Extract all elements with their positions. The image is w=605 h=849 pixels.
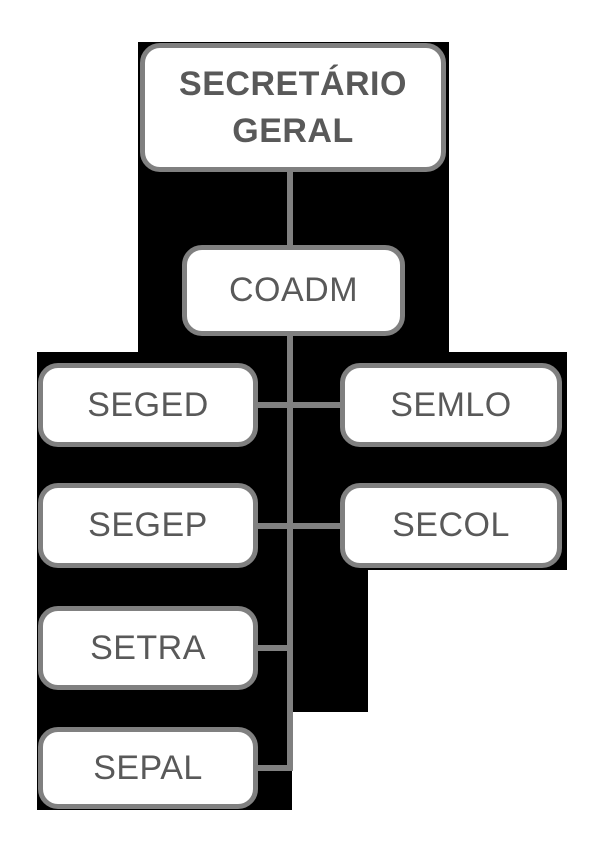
connector-to-segep (258, 523, 290, 529)
org-node-secol-label: SECOL (392, 506, 510, 544)
org-node-segep-label: SEGEP (88, 506, 208, 544)
org-node-sepal: SEPAL (38, 727, 258, 809)
org-node-secol: SECOL (340, 483, 562, 568)
org-node-coadm: COADM (182, 245, 405, 336)
org-node-coadm-label: COADM (228, 271, 359, 309)
org-node-setra-label: SETRA (90, 628, 206, 667)
org-node-semlo-label: SEMLO (390, 385, 512, 424)
org-node-secretario-geral-label: SECRETÁRIO GERAL (179, 64, 407, 150)
connector-to-secol (293, 523, 340, 529)
connector-to-semlo (293, 402, 340, 408)
org-node-segep: SEGEP (38, 483, 258, 568)
connector-to-sepal (258, 765, 290, 771)
org-node-seged-label: SEGED (87, 385, 209, 424)
connector-to-setra (258, 645, 290, 651)
connector-root-to-coadm (287, 172, 293, 247)
org-node-seged: SEGED (38, 363, 258, 447)
connector-to-seged (258, 402, 290, 408)
org-node-secretario-geral: SECRETÁRIO GERAL (140, 43, 446, 172)
org-node-semlo: SEMLO (340, 363, 562, 447)
connector-trunk (287, 336, 293, 771)
org-node-setra: SETRA (38, 606, 258, 690)
org-node-sepal-label: SEPAL (93, 748, 203, 787)
